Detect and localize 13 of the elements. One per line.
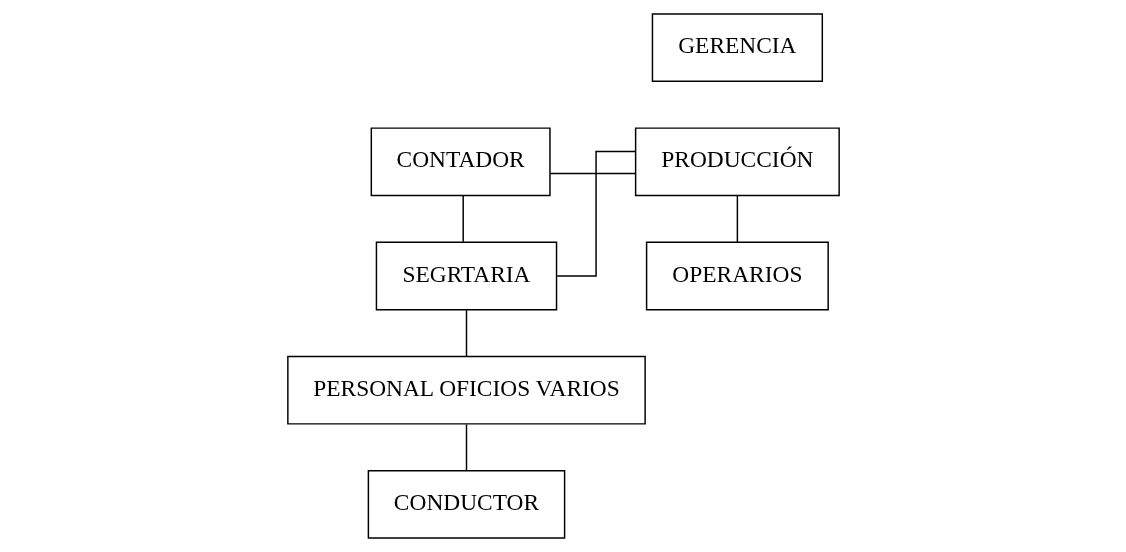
node-box: CONDUCTOR bbox=[367, 470, 565, 539]
connector bbox=[736, 195, 738, 243]
node-box: SEGRTARIA bbox=[375, 241, 557, 311]
node-box: CONTADOR bbox=[370, 127, 551, 197]
connector bbox=[465, 309, 467, 358]
connector bbox=[465, 423, 467, 472]
node-box: PERSONAL OFICIOS VARIOS bbox=[286, 355, 646, 425]
connector bbox=[548, 172, 636, 175]
node-box: PRODUCCIÓN bbox=[634, 127, 840, 197]
node-box: OPERARIOS bbox=[645, 241, 829, 311]
connector bbox=[555, 150, 636, 277]
node-box: GERENCIA bbox=[651, 13, 823, 82]
connector bbox=[461, 194, 464, 243]
